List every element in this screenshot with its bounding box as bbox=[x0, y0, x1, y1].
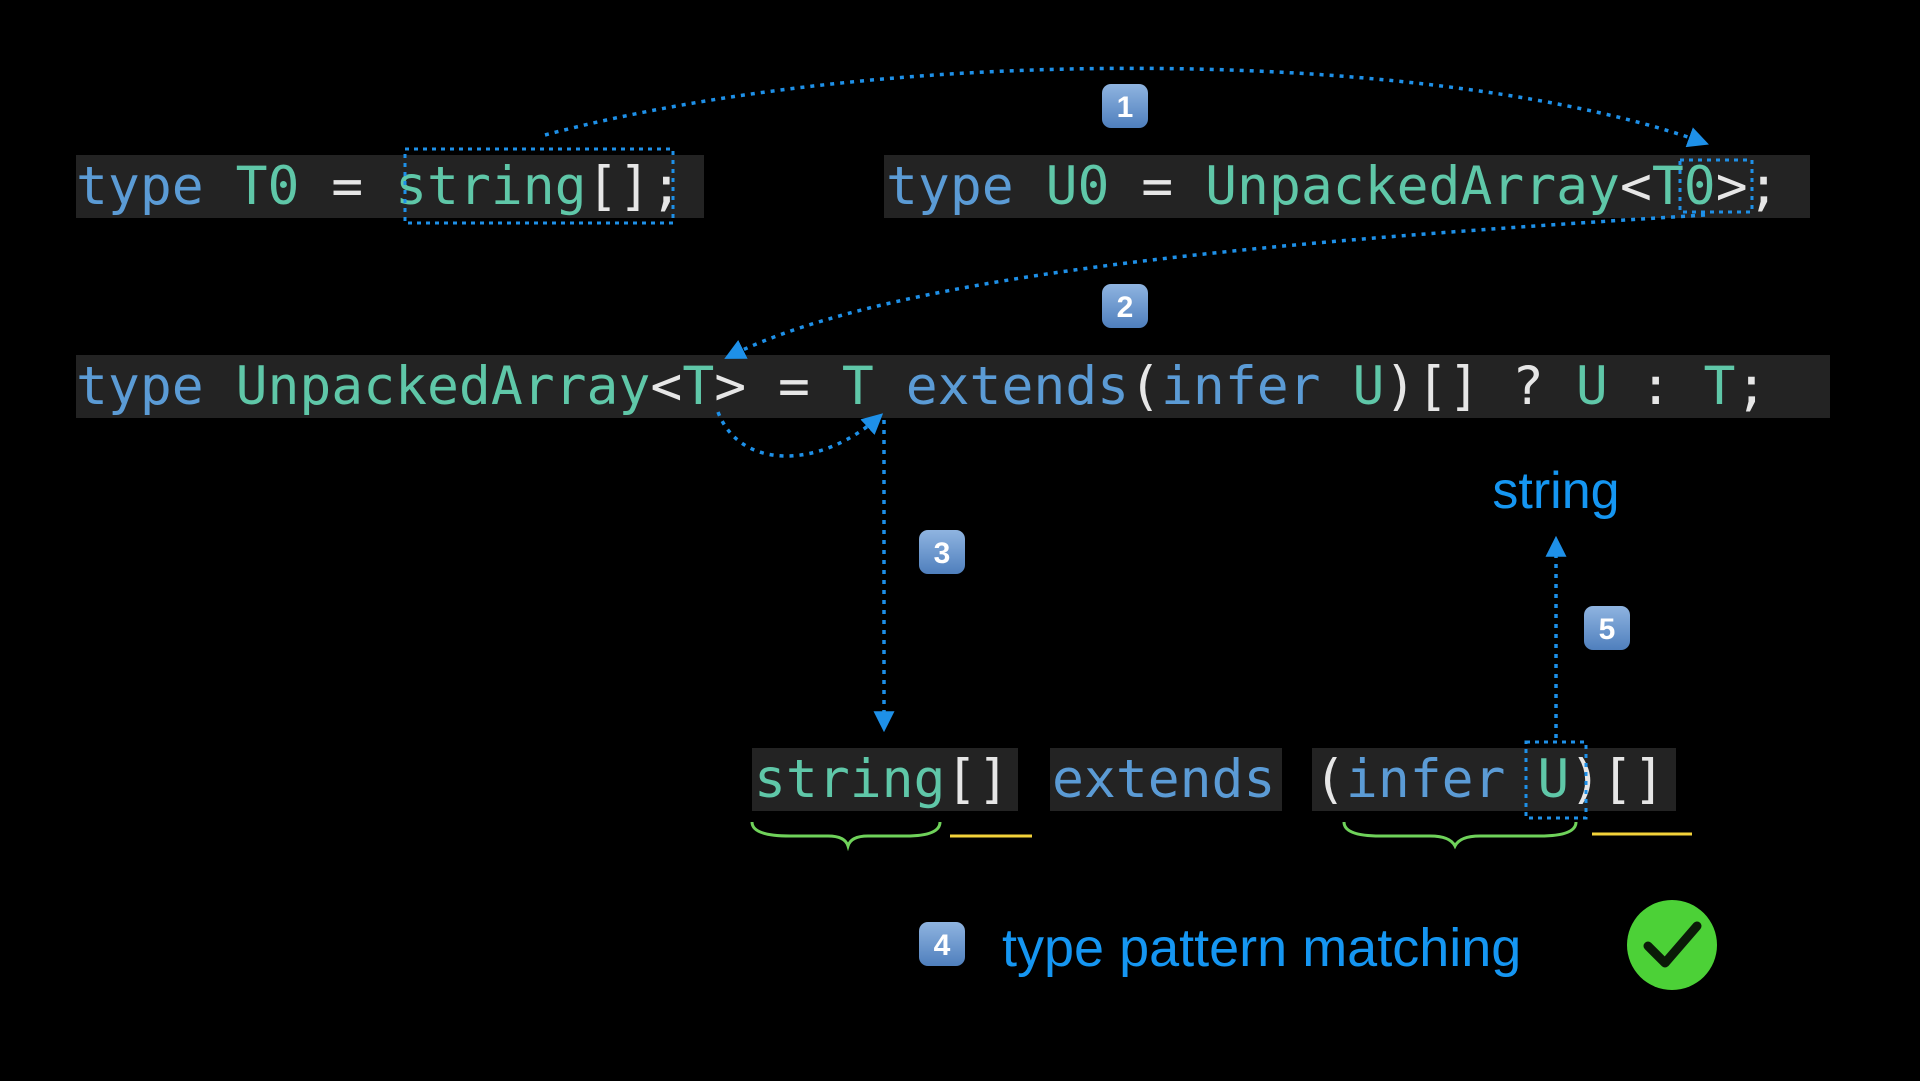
code-token-punct: []; bbox=[587, 156, 683, 217]
highlight-box-t0-arg bbox=[1678, 158, 1754, 214]
code-token-type-name: U bbox=[1352, 356, 1384, 417]
code-token-keyword: extends bbox=[906, 356, 1129, 417]
code-token-punct: < bbox=[650, 356, 682, 417]
code-token-punct: >; bbox=[1716, 156, 1780, 217]
code-token-type-name: T bbox=[842, 356, 874, 417]
code-token-keyword: type bbox=[76, 156, 204, 217]
result-label: string bbox=[1492, 462, 1619, 520]
badge-1: 1 bbox=[1102, 84, 1148, 128]
svg-text:2: 2 bbox=[1117, 291, 1134, 324]
brace-string bbox=[750, 821, 942, 852]
code-token-type-name: T0 bbox=[236, 156, 300, 217]
code-token-punct: [] bbox=[945, 749, 1009, 810]
code-token-keyword: infer bbox=[1346, 749, 1506, 810]
brace-infer-u bbox=[1342, 821, 1578, 850]
arrow-2 bbox=[724, 213, 1706, 359]
code-token-punct bbox=[874, 356, 906, 417]
code-line-u0: type U0 = UnpackedArray<T0>; bbox=[886, 156, 1780, 217]
code-bg-t0 bbox=[76, 155, 704, 218]
arrow-1 bbox=[544, 66, 1709, 148]
badge-4: 4 bbox=[919, 922, 965, 966]
code-token-keyword: type bbox=[76, 356, 204, 417]
code-token-keyword: extends bbox=[1052, 749, 1275, 810]
code-bg-u0 bbox=[884, 155, 1810, 218]
code-line-match-left: string[] bbox=[754, 749, 1009, 810]
code-token-type-name: U bbox=[1576, 356, 1608, 417]
code-token-punct bbox=[1321, 356, 1353, 417]
code-line-t0: type T0 = string[]; bbox=[76, 156, 682, 217]
code-bg-match-left bbox=[752, 748, 1018, 811]
code-token-type-name: T bbox=[1704, 356, 1736, 417]
code-token-punct: = bbox=[1109, 156, 1205, 217]
code-token-punct: )[] ? bbox=[1384, 356, 1575, 417]
code-token-punct: < bbox=[1620, 156, 1652, 217]
svg-text:5: 5 bbox=[1599, 613, 1616, 646]
code-token-keyword: type bbox=[886, 156, 1014, 217]
code-token-type-name: U0 bbox=[1046, 156, 1110, 217]
arrow-t-to-t bbox=[716, 411, 884, 458]
code-token-punct: > = bbox=[714, 356, 842, 417]
code-token-punct: )[] bbox=[1569, 749, 1665, 810]
code-token-type-name: string bbox=[754, 749, 945, 810]
badge-3: 3 bbox=[919, 530, 965, 574]
code-token-type-name: string bbox=[395, 156, 586, 217]
code-token-punct: ( bbox=[1129, 356, 1161, 417]
code-line-match-extends: extends bbox=[1052, 749, 1275, 810]
code-token-punct: ; bbox=[1735, 356, 1767, 417]
pattern-label: type pattern matching bbox=[1002, 918, 1521, 978]
code-token-punct bbox=[1505, 749, 1537, 810]
svg-text:3: 3 bbox=[934, 537, 951, 570]
code-token-keyword: infer bbox=[1161, 356, 1321, 417]
code-token-punct bbox=[204, 356, 236, 417]
code-token-type-name: UnpackedArray bbox=[1205, 156, 1620, 217]
code-token-punct: : bbox=[1608, 356, 1704, 417]
check-circle-icon bbox=[1627, 900, 1717, 990]
code-line-match-right: (infer U)[] bbox=[1314, 749, 1665, 810]
code-bg-match-extends bbox=[1050, 748, 1282, 811]
code-bg-match-right bbox=[1312, 748, 1676, 811]
code-bg-definition bbox=[76, 355, 1830, 418]
badge-5: 5 bbox=[1584, 606, 1630, 650]
code-token-punct bbox=[204, 156, 236, 217]
code-token-punct: = bbox=[299, 156, 395, 217]
svg-text:4: 4 bbox=[934, 929, 951, 962]
svg-text:1: 1 bbox=[1117, 91, 1134, 124]
highlight-box-infer-u bbox=[1524, 740, 1588, 820]
badge-2: 2 bbox=[1102, 284, 1148, 328]
code-line-definition: type UnpackedArray<T> = T extends(infer … bbox=[76, 356, 1767, 417]
code-token-type-name: U bbox=[1537, 749, 1569, 810]
code-token-punct: ( bbox=[1314, 749, 1346, 810]
code-token-type-name: UnpackedArray bbox=[236, 356, 651, 417]
code-token-type-name: T0 bbox=[1652, 156, 1716, 217]
code-token-type-name: T bbox=[682, 356, 714, 417]
code-token-punct bbox=[1014, 156, 1046, 217]
